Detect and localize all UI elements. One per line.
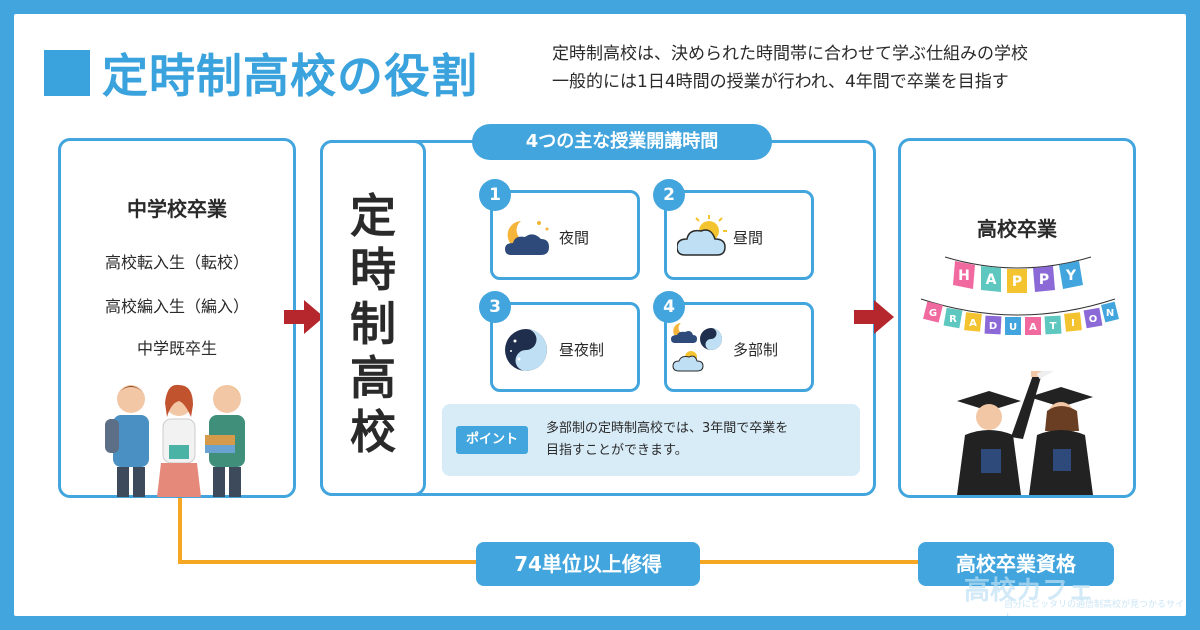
qualification-pill: 高校卒業資格 <box>918 542 1114 586</box>
point-line: 目指すことができます。 <box>546 443 688 458</box>
point-text: 多部制の定時制高校では、3年間で卒業を 目指すことができます。 <box>546 418 788 462</box>
arrow-right-icon <box>854 300 894 334</box>
point-line: 多部制の定時制高校では、3年間で卒業を <box>546 421 789 436</box>
period-number: 4 <box>653 291 685 323</box>
page-title: 定時制高校の役割 <box>102 49 478 103</box>
vertical-char: 定 <box>350 189 396 243</box>
banner-letter: P <box>1012 274 1022 290</box>
entry-item: 高校転入生（転校） <box>104 253 249 272</box>
period-label: 多部制 <box>733 341 779 359</box>
watermark-logo: 高校カフェ <box>964 576 1095 606</box>
period-card-day-night: 3 昼夜制 <box>479 291 640 392</box>
banner-letter: D <box>989 321 997 332</box>
banner-letter: P <box>1039 272 1049 288</box>
banner-letter: O <box>1089 314 1098 325</box>
day-night-icon <box>505 329 547 371</box>
vertical-label-box: 定 時 制 高 校 <box>320 140 426 496</box>
entry-box: 中学校卒業 高校転入生（転校） 高校編入生（編入） 中学既卒生 <box>58 138 296 498</box>
canvas: 定時制高校の役割 定時制高校は、決められた時間帯に合わせて学ぶ仕組みの学校 一般… <box>14 14 1186 616</box>
subtitle: 定時制高校は、決められた時間帯に合わせて学ぶ仕組みの学校 一般的には1日4時間の… <box>552 40 1028 96</box>
period-number: 2 <box>653 179 685 211</box>
banner-letter: R <box>949 314 957 325</box>
night-icon <box>505 221 549 255</box>
vertical-char: 時 <box>350 243 396 297</box>
period-label: 昼夜制 <box>559 341 605 359</box>
graduates-illustration <box>957 371 1093 495</box>
point-badge: ポイント <box>456 426 528 454</box>
credits-pill: 74単位以上修得 <box>476 542 700 586</box>
banner-letter: G <box>929 308 937 319</box>
day-icon <box>677 215 727 256</box>
graduation-heading: 高校卒業 <box>977 217 1057 241</box>
period-label: 夜間 <box>559 229 590 247</box>
period-number: 3 <box>479 291 511 323</box>
period-card-day: 2 昼間 <box>653 179 814 280</box>
banner-letter: T <box>1050 321 1057 332</box>
period-number: 1 <box>479 179 511 211</box>
subtitle-line: 定時制高校は、決められた時間帯に合わせて学ぶ仕組みの学校 <box>552 44 1028 64</box>
periods-header: 4つの主な授業開講時間 <box>472 124 772 160</box>
banner-letter: H <box>958 268 970 284</box>
banner-letter: Y <box>1065 268 1077 284</box>
period-label: 昼間 <box>733 229 764 247</box>
students-illustration <box>105 384 245 497</box>
period-card-night: 1 夜間 <box>479 179 640 280</box>
vertical-char: 高 <box>350 351 396 405</box>
happy-graduation-banner: H A P P Y G R A D U <box>920 256 1119 335</box>
banner-letter: A <box>969 318 977 329</box>
banner-letter: A <box>1029 322 1037 333</box>
vertical-label: 定 時 制 高 校 <box>323 189 423 459</box>
entry-item: 高校編入生（編入） <box>104 297 249 316</box>
point-box: ポイント 多部制の定時制高校では、3年間で卒業を 目指すことができます。 <box>442 404 860 476</box>
period-card-multi: 4 多部制 <box>653 291 814 392</box>
entry-item: 中学既卒生 <box>136 339 217 358</box>
entry-heading: 中学校卒業 <box>127 197 227 221</box>
title-square-icon <box>44 50 90 96</box>
watermark-tagline: 自分にピッタリの通信制高校が見つかるサイト <box>1004 600 1185 616</box>
arrow-right-icon <box>284 300 324 334</box>
vertical-char: 校 <box>350 405 396 459</box>
multi-part-icon <box>671 323 722 372</box>
banner-letter: I <box>1071 318 1075 329</box>
subtitle-line: 一般的には1日4時間の授業が行われ、4年間で卒業を目指す <box>552 72 1009 92</box>
banner-letter: N <box>1106 308 1114 319</box>
banner-letter: U <box>1009 322 1017 333</box>
title-block: 定時制高校の役割 <box>44 40 478 106</box>
banner-letter: A <box>986 272 997 288</box>
graduation-box: 高校卒業 H A P P Y G R A <box>898 138 1136 498</box>
vertical-char: 制 <box>350 297 396 351</box>
